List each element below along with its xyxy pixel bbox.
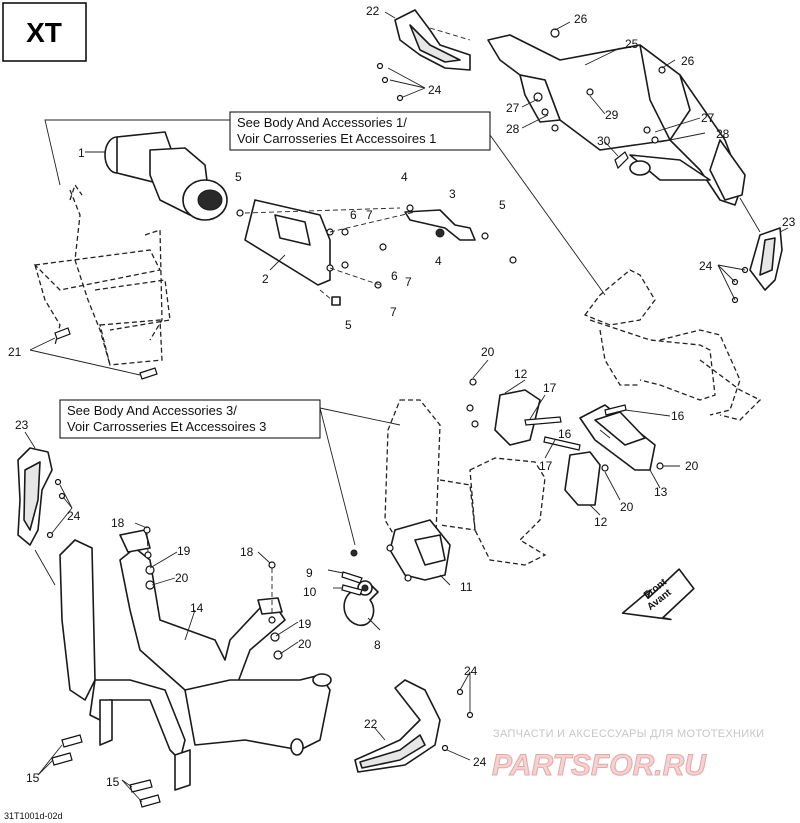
callout-18b: 18 (240, 545, 254, 559)
callout-6a: 6 (350, 208, 357, 222)
hand-guard-bottom-22 (354, 671, 474, 773)
brackets-12 (494, 389, 601, 506)
watermark-brand: PARTSFOR.RU (492, 749, 707, 782)
reference-box-body-3: See Body And Accessories 3/ Voir Carross… (59, 399, 401, 546)
callout-22b: 22 (364, 717, 378, 731)
callout-12a: 12 (514, 367, 528, 381)
callout-8: 8 (374, 638, 381, 652)
callout-7b: 7 (405, 275, 412, 289)
winch-bracket-3 (404, 209, 476, 241)
callout-21: 21 (8, 345, 22, 359)
model-badge-text: XT (26, 17, 62, 48)
callout-20c: 20 (620, 500, 634, 514)
callout-16a: 16 (671, 409, 685, 423)
callout-28a: 28 (506, 122, 520, 136)
callout-20b: 20 (685, 459, 699, 473)
callout-27a: 27 (506, 101, 520, 115)
callout-4b: 4 (435, 254, 442, 268)
callout-30: 30 (597, 134, 611, 148)
reference-1-line1: See Body And Accessories 1/ (237, 115, 407, 130)
hardware-winch (236, 204, 517, 306)
front-direction-arrow: Front Avant (621, 568, 695, 621)
callout-7a: 7 (366, 208, 373, 222)
watermark-tagline: ЗАПЧАСТИ И АКСЕССУАРЫ ДЛЯ МОТОТЕХНИКИ (493, 728, 764, 740)
callout-17b: 17 (539, 459, 553, 473)
callout-15b: 15 (106, 775, 120, 789)
hand-guard-left-23 (17, 431, 73, 586)
bolts-21 (29, 327, 158, 380)
callout-25: 25 (625, 37, 639, 51)
reference-1-line2: Voir Carrosseries Et Accessoires 1 (237, 131, 436, 146)
callout-20a: 20 (481, 345, 495, 359)
hardware-bumper (37, 522, 299, 808)
callout-3: 3 (449, 187, 456, 201)
frame-right-dashed (583, 269, 762, 421)
bracket-13 (579, 404, 656, 471)
grab-bar-25 (487, 34, 746, 206)
callout-26b: 26 (681, 54, 695, 68)
callout-14: 14 (190, 601, 204, 615)
callout-19a: 19 (177, 544, 191, 558)
callout-22a: 22 (366, 4, 380, 18)
callout-23a: 23 (782, 215, 796, 229)
callout-24a: 24 (428, 83, 442, 97)
hardware-hitch (327, 359, 680, 631)
callout-24b: 24 (699, 259, 713, 273)
callout-13: 13 (654, 485, 668, 499)
figure-code: 31T1001d-02d (4, 811, 63, 821)
callout-1: 1 (78, 146, 85, 160)
hitch-bracket-11 (389, 519, 451, 581)
callout-16b: 16 (558, 427, 572, 441)
callout-5b: 5 (499, 198, 506, 212)
reference-3-line1: See Body And Accessories 3/ (67, 403, 237, 418)
callout-17a: 17 (543, 381, 557, 395)
callout-28b: 28 (716, 127, 730, 141)
callout-23b: 23 (15, 418, 29, 432)
watermark: ЗАПЧАСТИ И АКСЕССУАРЫ ДЛЯ МОТОТЕХНИКИ PA… (492, 728, 765, 783)
reference-box-body-1: See Body And Accessories 1/ Voir Carross… (44, 111, 606, 296)
front-bumper-14 (59, 529, 332, 791)
callout-27b: 27 (701, 111, 715, 125)
winch-motor (85, 131, 228, 221)
callout-19b: 19 (298, 617, 312, 631)
callout-5a: 5 (235, 170, 242, 184)
hand-guard-top-22 (384, 9, 471, 71)
callout-10: 10 (303, 585, 317, 599)
callout-29: 29 (605, 108, 619, 122)
callout-18a: 18 (111, 516, 125, 530)
callout-24d: 24 (464, 664, 478, 678)
callout-4a: 4 (401, 170, 408, 184)
hand-guard-right-23 (717, 197, 789, 304)
callout-24c: 24 (67, 509, 81, 523)
callout-24e: 24 (473, 755, 487, 769)
reference-3-line2: Voir Carrosseries Et Accessoires 3 (67, 419, 266, 434)
callout-15a: 15 (26, 771, 40, 785)
callout-labels: 1 2 3 4 4 5 5 5 6 6 7 7 7 8 9 10 11 12 1… (8, 4, 796, 789)
callout-6b: 6 (391, 269, 398, 283)
callout-20e: 20 (298, 637, 312, 651)
callout-5c: 5 (345, 318, 352, 332)
callout-11: 11 (460, 580, 473, 594)
callout-7c: 7 (390, 305, 397, 319)
model-badge: XT (2, 2, 87, 62)
winch-mount-plate (244, 199, 331, 286)
callout-20d: 20 (175, 571, 189, 585)
callout-9: 9 (306, 566, 313, 580)
callout-26a: 26 (574, 12, 588, 26)
hardware-grab-bar (376, 21, 706, 170)
frame-left-dashed (33, 183, 171, 366)
frame-center-dashed (384, 399, 547, 566)
callout-2: 2 (262, 272, 269, 286)
callout-12b: 12 (594, 515, 608, 529)
